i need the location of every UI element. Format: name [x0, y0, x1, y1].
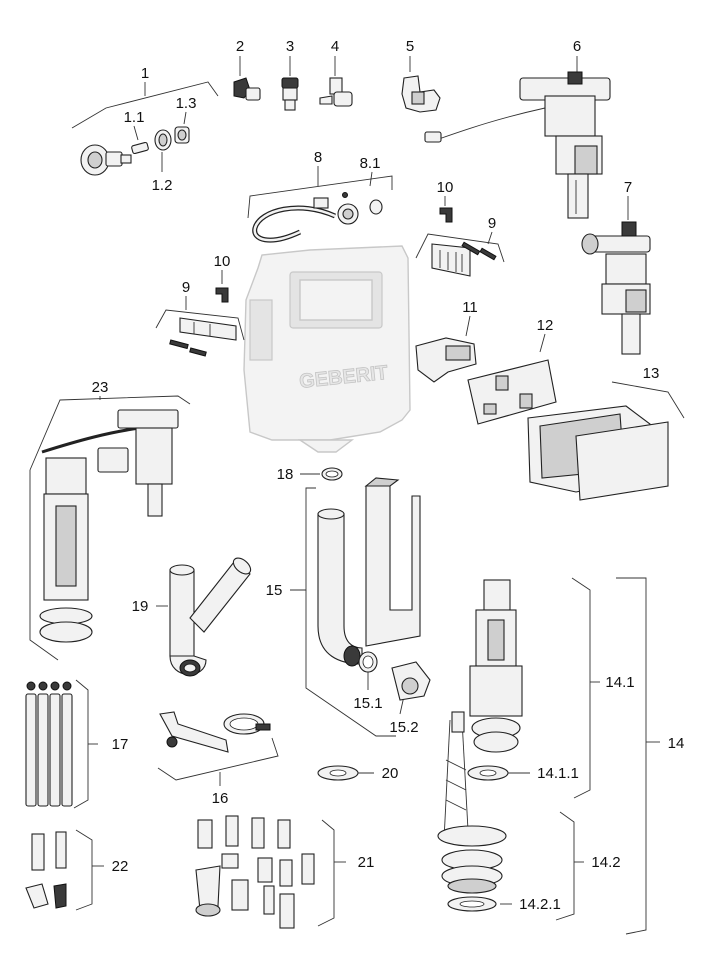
label-14-1-1: 14.1.1	[537, 765, 579, 782]
part-10-clip-right-icon	[439, 196, 453, 223]
cap-nut-icon	[174, 126, 190, 144]
label-3: 3	[286, 38, 294, 55]
label-1-3: 1.3	[176, 95, 197, 112]
part-18-seal-ring-icon	[300, 467, 343, 481]
part-3-fitting-icon	[281, 56, 299, 111]
label-21: 21	[358, 854, 375, 871]
label-9-left: 9	[182, 279, 190, 296]
label-14-2-1: 14.2.1	[519, 896, 561, 913]
label-9-right: 9	[488, 215, 496, 232]
part-13-flush-plate-icon	[527, 381, 685, 501]
callout-labels: 1 1.1 1.2 1.3 2 3 4 5 6 7 8 8.1 9 9 10 1…	[92, 38, 685, 913]
label-7: 7	[624, 179, 632, 196]
label-8-1: 8.1	[360, 155, 381, 172]
part-12-mounting-plate-icon	[467, 333, 557, 425]
label-1-1: 1.1	[124, 109, 145, 126]
label-23: 23	[92, 379, 109, 396]
label-12: 12	[537, 317, 554, 334]
part-15-1-ring-icon	[358, 651, 378, 690]
nipple-icon	[131, 141, 149, 155]
label-14-2: 14.2	[591, 854, 620, 871]
part-15-2-adapter-icon	[391, 661, 431, 715]
part-19-y-pipe-icon	[156, 557, 252, 677]
label-1-2: 1.2	[152, 177, 173, 194]
label-11: 11	[462, 299, 478, 316]
part-15-pipe-set-icon	[290, 477, 421, 737]
angle-valve-icon	[80, 144, 132, 176]
label-16: 16	[212, 790, 229, 807]
label-2: 2	[236, 38, 244, 55]
label-18: 18	[277, 466, 294, 483]
part-4-elbow-icon	[319, 56, 353, 107]
label-4: 4	[331, 38, 339, 55]
part-11-actuator-frame-icon	[415, 315, 477, 383]
part-5-clip-icon	[401, 56, 441, 113]
label-8: 8	[314, 149, 322, 166]
part-14-2-valve-body-icon	[437, 711, 507, 912]
part-10-clip-left-icon	[215, 270, 229, 303]
label-19: 19	[132, 598, 149, 615]
part-17-strips-icon	[25, 679, 98, 809]
label-20: 20	[382, 765, 399, 782]
part-9-bracket-left-icon	[155, 296, 245, 357]
part-7-fill-valve-icon	[581, 196, 651, 355]
concealed-cistern: GEBERIT	[243, 245, 411, 453]
part-9-bracket-right-icon	[415, 231, 505, 277]
label-14-1: 14.1	[605, 674, 634, 691]
label-17: 17	[112, 736, 129, 753]
part-16-pipe-bracket-icon	[157, 711, 279, 786]
label-5: 5	[406, 38, 414, 55]
part-6-fill-valve-icon	[424, 56, 611, 219]
part-14-flush-valve-icon	[467, 577, 660, 935]
nut-ring-icon	[154, 129, 172, 151]
label-15-1: 15.1	[353, 695, 382, 712]
part-8-hose-icon	[247, 166, 393, 243]
label-13: 13	[643, 365, 660, 382]
part-2-connector-icon	[233, 56, 261, 101]
label-15-2: 15.2	[389, 719, 418, 736]
label-14: 14	[668, 735, 685, 752]
label-6: 6	[573, 38, 581, 55]
part-1-valve-set	[71, 81, 219, 176]
label-10-right: 10	[437, 179, 454, 196]
part-21-small-parts-icon	[195, 815, 346, 929]
label-10-left: 10	[214, 253, 231, 270]
part-20-washer-icon	[317, 765, 374, 781]
label-22: 22	[112, 858, 129, 875]
label-15: 15	[266, 582, 283, 599]
label-1: 1	[141, 65, 149, 82]
part-22-clips-icon	[25, 829, 104, 911]
part-23-flush-valve-set-icon	[29, 395, 191, 661]
